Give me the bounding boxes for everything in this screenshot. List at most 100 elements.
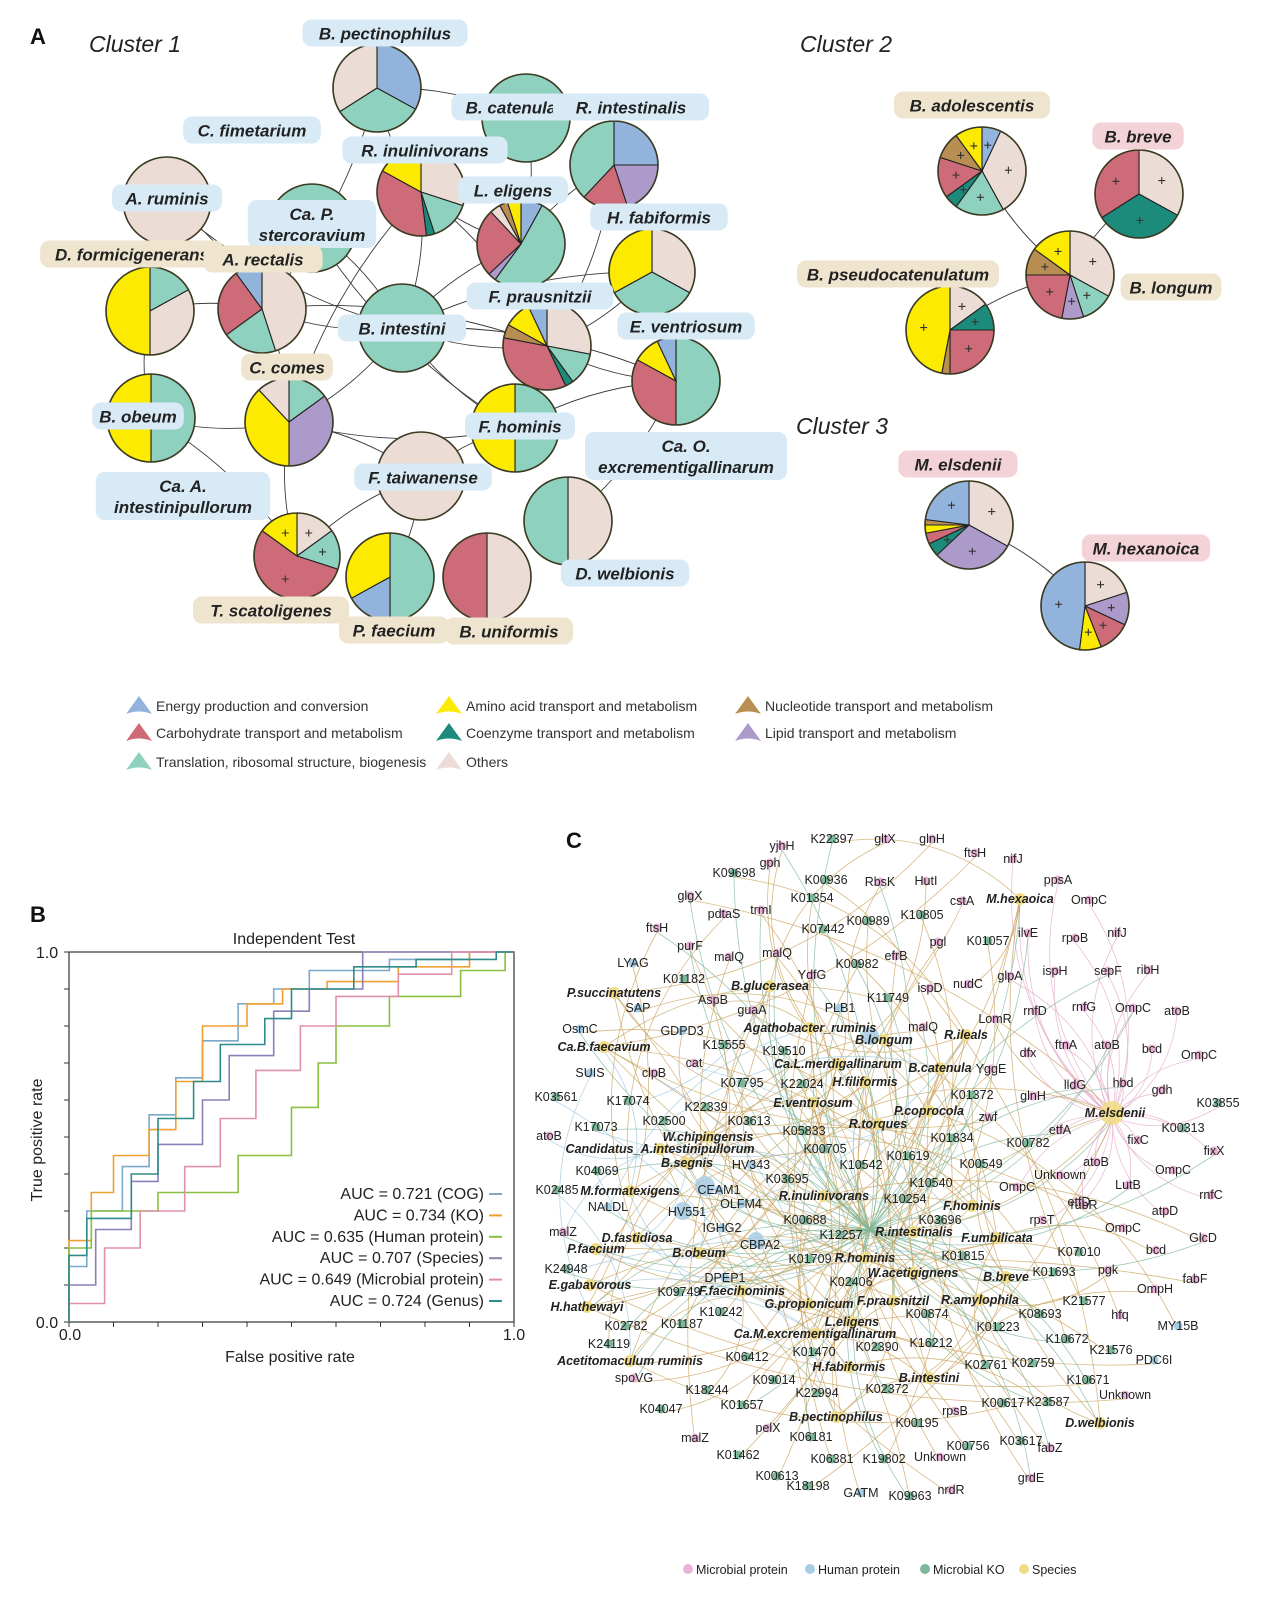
network-feature-label: K01693 xyxy=(1032,1265,1075,1279)
network-node xyxy=(883,993,893,1003)
network-species-label: M.formatexigens xyxy=(580,1184,679,1198)
network-species-label: H.fabiformis xyxy=(813,1360,886,1374)
network-node xyxy=(674,1287,684,1297)
significance-plus-icon xyxy=(1046,288,1054,296)
pie-slice xyxy=(1025,274,1071,319)
network-edge xyxy=(633,1229,871,1383)
network-node xyxy=(970,848,980,858)
label-tag xyxy=(1081,534,1211,562)
significance-plus-icon xyxy=(1068,297,1076,305)
network-node xyxy=(981,1360,991,1370)
network-node xyxy=(581,1301,593,1313)
legend-item-others: Others xyxy=(436,752,508,770)
network-feature-label: fabF xyxy=(1182,1272,1207,1286)
significance-plus-icon xyxy=(281,575,289,583)
network-species-label: Ca.L.merdigallinarum xyxy=(774,1057,902,1071)
network-edge xyxy=(636,1237,850,1372)
network-feature-label: K22994 xyxy=(795,1386,838,1400)
network-edge xyxy=(1081,1116,1113,1210)
network-node xyxy=(807,970,817,980)
network-species-label: R.amylophila xyxy=(941,1293,1019,1307)
network-edge xyxy=(706,1290,744,1395)
network-node xyxy=(1209,1146,1219,1156)
network-feature-label: K01187 xyxy=(661,1317,703,1331)
label-tag xyxy=(451,93,571,121)
network-edge xyxy=(562,1148,661,1237)
network-node xyxy=(934,1062,946,1074)
network-feature-label: gph xyxy=(760,856,781,870)
network-edge xyxy=(610,931,658,1239)
network-feature-label: K02406 xyxy=(829,1275,872,1289)
network-edge xyxy=(607,1027,811,1212)
network-legend-dot xyxy=(920,1564,930,1574)
network-feature-label: LutB xyxy=(1115,1178,1141,1192)
network-node xyxy=(927,834,937,844)
network-node xyxy=(967,1090,977,1100)
network-edge xyxy=(686,1199,871,1231)
network-node xyxy=(736,1199,746,1209)
roc-title: Independent Test xyxy=(233,931,356,948)
network-feature-label: K00195 xyxy=(895,1416,938,1430)
pie-slice xyxy=(546,301,592,355)
network-edge xyxy=(848,1357,1049,1407)
species-label-fhom: F. hominis xyxy=(465,412,575,440)
network-node xyxy=(1168,1165,1178,1175)
network-node xyxy=(716,1307,726,1317)
panel-letter-c: C xyxy=(566,828,582,853)
network-node xyxy=(685,891,695,901)
network-node xyxy=(631,1232,643,1244)
network-feature-label: rnfG xyxy=(1072,1000,1096,1014)
network-feature-label: hbd xyxy=(1113,1076,1134,1090)
network-edge xyxy=(723,1048,825,1197)
network-edge xyxy=(653,1076,810,1305)
network-node xyxy=(933,937,943,947)
network-legend-dot xyxy=(683,1564,693,1574)
network-feature-label: guaA xyxy=(737,1003,767,1017)
network-legend-dot xyxy=(805,1564,815,1574)
legend-label: Nucleotide transport and metabolism xyxy=(765,698,993,714)
network-edge xyxy=(892,1266,1055,1302)
network-edge xyxy=(1111,1106,1219,1127)
network-node xyxy=(807,893,817,903)
network-node xyxy=(804,1022,816,1034)
network-edge xyxy=(589,1284,1089,1388)
species-name: A. ruminis xyxy=(124,190,208,209)
species-name: B. obeum xyxy=(99,408,176,427)
species-name: C. fimetarium xyxy=(198,122,307,141)
label-tag xyxy=(95,472,271,520)
network-feature-label: HV551 xyxy=(668,1205,706,1219)
network-feature-label: HV343 xyxy=(732,1158,770,1172)
network-edge xyxy=(686,1166,705,1254)
network-node xyxy=(821,875,831,885)
network-edge xyxy=(627,985,771,1106)
network-node xyxy=(764,980,776,992)
network-feature-label: K22339 xyxy=(684,1100,727,1114)
species-label-bcat: B. catenula xyxy=(451,93,571,121)
pie-node xyxy=(332,43,422,133)
network-node xyxy=(926,1178,936,1188)
network-feature-label: sepF xyxy=(1094,964,1122,978)
species-name: B. longum xyxy=(1129,279,1212,298)
species-name: P. faecium xyxy=(353,622,436,641)
network-feature-label: K02782 xyxy=(604,1319,647,1333)
network-edge xyxy=(748,1081,866,1127)
network-node xyxy=(623,1096,633,1106)
network-node xyxy=(827,1454,837,1464)
species-name: B. intestini xyxy=(359,320,447,339)
network-edge xyxy=(798,1195,825,1357)
network-node xyxy=(681,1157,693,1169)
network-feature-label: K00688 xyxy=(783,1213,826,1227)
network-node xyxy=(859,1076,871,1088)
network-edge xyxy=(660,1303,810,1414)
network-feature-label: K00613 xyxy=(755,1469,798,1483)
network-feature-label: fabZ xyxy=(1037,1441,1062,1455)
significance-plus-icon xyxy=(1054,247,1062,255)
network-node xyxy=(659,1116,669,1126)
network-node xyxy=(863,916,873,926)
network-node xyxy=(769,1375,779,1385)
network-node xyxy=(679,974,689,984)
significance-plus-icon xyxy=(971,318,979,326)
network-edge xyxy=(741,1280,1007,1320)
legend-item-carbohydrate: Carbohydrate transport and metabolism xyxy=(126,723,403,741)
network-feature-label: glnH xyxy=(1020,1089,1046,1103)
